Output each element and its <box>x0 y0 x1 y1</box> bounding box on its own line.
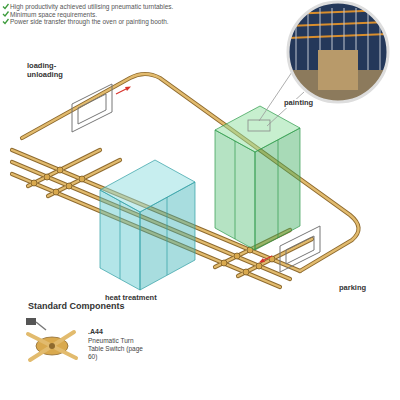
station-name: painting <box>284 99 313 108</box>
component-caption: .A44 <box>88 328 103 336</box>
section-heading: Standard Components <box>28 301 125 312</box>
photo-inset <box>248 0 390 131</box>
station-label: parking <box>338 284 367 293</box>
heat-treatment-oven <box>100 160 195 290</box>
component-caption: Pneumatic Turn Table Switch (page 60) <box>88 337 144 360</box>
painting-booth <box>215 106 300 250</box>
station-label: loading- unloading <box>26 62 72 79</box>
check-marks <box>3 4 9 24</box>
station-label: painting <box>283 99 314 108</box>
feature-bullet: Power side transfer through the oven or … <box>10 18 169 26</box>
turntable-switch-icon <box>26 318 76 360</box>
station-name: loading- unloading <box>27 62 71 79</box>
station-name: parking <box>339 284 366 293</box>
